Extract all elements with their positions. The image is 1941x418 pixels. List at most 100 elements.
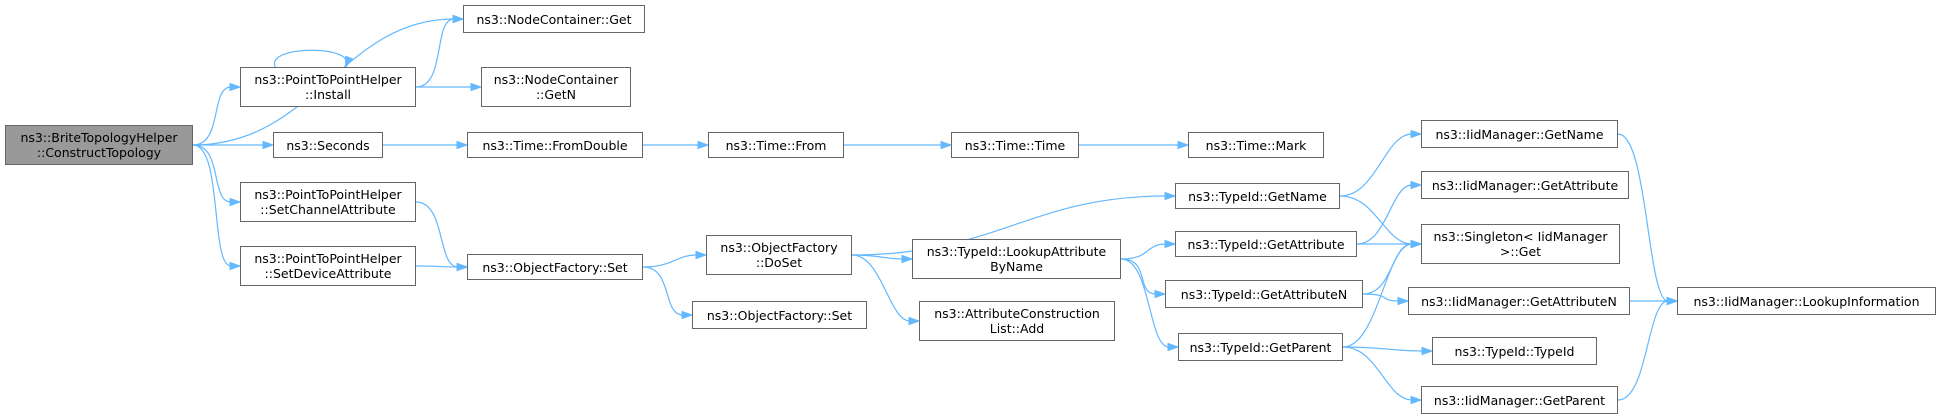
node-label-line: ns3::AttributeConstruction	[934, 306, 1100, 321]
node-brite-construct-topology[interactable]: ns3::BriteTopologyHelper ::ConstructTopo…	[5, 125, 193, 165]
edge-tid-getattrn-to-singleton-get	[1362, 243, 1413, 295]
edge-of-doset-to-acl-add-arrowhead	[908, 316, 921, 326]
node-label-line: ns3::Time::Mark	[1205, 137, 1307, 153]
edge-of-doset-to-tid-getname-arrowhead	[1164, 191, 1177, 201]
node-label-line: ns3::TypeId::LookupAttribute	[926, 244, 1107, 259]
edge-tid-getname-to-singleton-get	[1339, 195, 1413, 245]
edge-p2p-install-to-p2p-install-arrowhead	[345, 55, 354, 69]
edge-tid-lookup-to-tid-getattr	[1120, 243, 1167, 260]
node-label-line: ns3::PointToPointHelper	[254, 251, 402, 266]
node-attributeconstructionlist-add[interactable]: ns3::AttributeConstruction List::Add	[919, 301, 1115, 341]
edge-tid-lookup-to-tid-getparent	[1120, 258, 1170, 348]
edge-time-fromdouble-to-time-from-arrowhead	[697, 140, 710, 150]
edge-tid-lookup-to-tid-getparent-arrowhead	[1167, 342, 1180, 352]
node-time-mark[interactable]: ns3::Time::Mark	[1188, 132, 1324, 158]
node-label-line: ns3::TypeId::GetName	[1188, 188, 1327, 204]
node-label-line: ns3::IidManager::GetParent	[1433, 392, 1606, 408]
node-p2p-setdeviceattribute[interactable]: ns3::PointToPointHelper ::SetDeviceAttri…	[240, 246, 416, 286]
node-label-line: ns3::PointToPointHelper	[254, 72, 402, 87]
edge-tid-lookup-to-tid-getattrn	[1120, 258, 1157, 295]
edge-p2p-setdevice-to-of-set-arrowhead	[456, 262, 469, 272]
node-label-line: >::Get	[1499, 244, 1542, 259]
node-seconds[interactable]: ns3::Seconds	[273, 132, 383, 158]
node-label-line: ns3::Time::Time	[964, 137, 1066, 153]
node-label-line: ns3::NodeContainer	[493, 72, 619, 87]
node-p2p-setchannelattribute[interactable]: ns3::PointToPointHelper ::SetChannelAttr…	[240, 182, 416, 222]
node-label-line: ns3::Time::FromDouble	[482, 137, 628, 153]
node-singleton-iidmanager-get[interactable]: ns3::Singleton< IidManager >::Get	[1421, 224, 1620, 264]
edge-root-to-p2p-setdevice	[192, 144, 232, 267]
node-iidmanager-getparent[interactable]: ns3::IidManager::GetParent	[1421, 386, 1618, 414]
node-typeid-getattributen[interactable]: ns3::TypeId::GetAttributeN	[1165, 280, 1363, 308]
node-label-line: ns3::IidManager::GetAttributeN	[1421, 293, 1617, 309]
node-time-fromdouble[interactable]: ns3::Time::FromDouble	[467, 132, 643, 158]
node-label-line: ns3::IidManager::LookupInformation	[1693, 293, 1920, 309]
edge-root-to-p2p-setchannel	[192, 144, 232, 203]
node-label-line: ::ConstructTopology	[36, 145, 162, 160]
edge-tid-getparent-to-singleton-get	[1342, 243, 1413, 348]
node-label-line: ns3::IidManager::GetAttribute	[1431, 177, 1619, 193]
node-nodecontainer-getn[interactable]: ns3::NodeContainer ::GetN	[481, 67, 631, 107]
node-iidmanager-getattributen[interactable]: ns3::IidManager::GetAttributeN	[1408, 287, 1630, 315]
edge-tid-getattrn-to-iid-getattrn	[1362, 293, 1400, 302]
node-objectfactory-set[interactable]: ns3::ObjectFactory::Set	[467, 254, 643, 280]
node-label-line: ::DoSet	[755, 255, 803, 270]
edge-tid-getname-to-iid-getname-arrowhead	[1410, 129, 1423, 139]
node-label-line: ns3::TypeId::GetParent	[1189, 339, 1332, 355]
node-objectfactory-doset[interactable]: ns3::ObjectFactory ::DoSet	[706, 235, 852, 275]
edge-tid-getattr-to-iid-getattr	[1356, 184, 1413, 245]
node-p2p-install[interactable]: ns3::PointToPointHelper ::Install	[240, 67, 416, 107]
node-label-line: ns3::ObjectFactory	[720, 240, 838, 255]
node-iidmanager-getname[interactable]: ns3::IidManager::GetName	[1421, 120, 1618, 148]
node-label-line: ::Install	[304, 87, 352, 102]
edge-tid-getname-to-iid-getname	[1339, 133, 1413, 197]
node-label-line: ns3::Time::From	[725, 137, 827, 153]
node-label-line: ns3::NodeContainer::Get	[476, 11, 632, 27]
node-typeid-typeid[interactable]: ns3::TypeId::TypeId	[1432, 337, 1597, 365]
edge-p2p-setchannel-to-of-set	[415, 201, 459, 268]
node-label-line: ns3::IidManager::GetName	[1435, 126, 1604, 142]
node-label-line: ::SetDeviceAttribute	[264, 266, 392, 281]
edge-root-to-p2p-install	[192, 86, 232, 146]
edge-of-set-to-of-set2	[642, 266, 684, 316]
node-typeid-getname[interactable]: ns3::TypeId::GetName	[1175, 183, 1340, 209]
edge-root-to-p2p-setdevice-arrowhead	[229, 261, 242, 271]
edge-time-time-to-time-mark-arrowhead	[1177, 140, 1190, 150]
node-typeid-getattribute[interactable]: ns3::TypeId::GetAttribute	[1175, 231, 1357, 257]
node-label-line: ns3::TypeId::TypeId	[1454, 343, 1575, 359]
edge-time-from-to-time-time-arrowhead	[940, 140, 953, 150]
edge-p2p-install-to-nc-get	[415, 18, 455, 88]
edge-iid-getparent-to-iid-lookup-arrowhead	[1666, 296, 1679, 306]
node-label-line: ::SetChannelAttribute	[260, 202, 396, 217]
node-typeid-getparent[interactable]: ns3::TypeId::GetParent	[1178, 333, 1343, 361]
edge-tid-getparent-to-iid-getparent-arrowhead	[1410, 395, 1423, 405]
node-nodecontainer-get[interactable]: ns3::NodeContainer::Get	[463, 5, 645, 33]
node-typeid-lookupattributebyname[interactable]: ns3::TypeId::LookupAttribute ByName	[912, 239, 1121, 279]
node-iidmanager-getattribute[interactable]: ns3::IidManager::GetAttribute	[1421, 171, 1629, 199]
edge-seconds-to-time-fromdouble-arrowhead	[456, 140, 469, 150]
node-time-time[interactable]: ns3::Time::Time	[951, 132, 1079, 158]
node-label-line: ns3::Seconds	[286, 137, 370, 153]
edge-root-to-p2p-setchannel-arrowhead	[229, 197, 242, 207]
node-label-line: ns3::TypeId::GetAttributeN	[1180, 286, 1348, 302]
edge-iid-getparent-to-iid-lookup	[1617, 300, 1669, 401]
edge-iid-getname-to-iid-lookup	[1617, 133, 1669, 302]
edge-tid-getparent-to-iid-getparent	[1342, 346, 1413, 401]
node-iidmanager-lookupinformation[interactable]: ns3::IidManager::LookupInformation	[1677, 287, 1936, 315]
edge-of-set-to-of-doset-arrowhead	[695, 250, 708, 260]
edge-tid-getparent-to-singleton-get-arrowhead	[1410, 239, 1423, 249]
edge-tid-getattrn-to-iid-getattrn-arrowhead	[1397, 296, 1410, 306]
edge-of-set-to-of-doset	[642, 254, 698, 268]
node-label-line: ns3::ObjectFactory::Set	[706, 307, 853, 323]
node-label-line: ByName	[990, 259, 1043, 274]
edge-of-doset-to-tid-lookup	[851, 254, 904, 260]
node-objectfactory-set-2[interactable]: ns3::ObjectFactory::Set	[692, 301, 867, 329]
node-time-from[interactable]: ns3::Time::From	[708, 132, 844, 158]
edge-p2p-setdevice-to-of-set	[415, 265, 459, 268]
node-label-line: List::Add	[989, 321, 1045, 336]
edge-tid-getparent-to-tid-typeid	[1342, 346, 1424, 352]
edge-root-to-p2p-install-arrowhead	[229, 82, 242, 92]
node-label-line: ns3::TypeId::GetAttribute	[1187, 236, 1345, 252]
